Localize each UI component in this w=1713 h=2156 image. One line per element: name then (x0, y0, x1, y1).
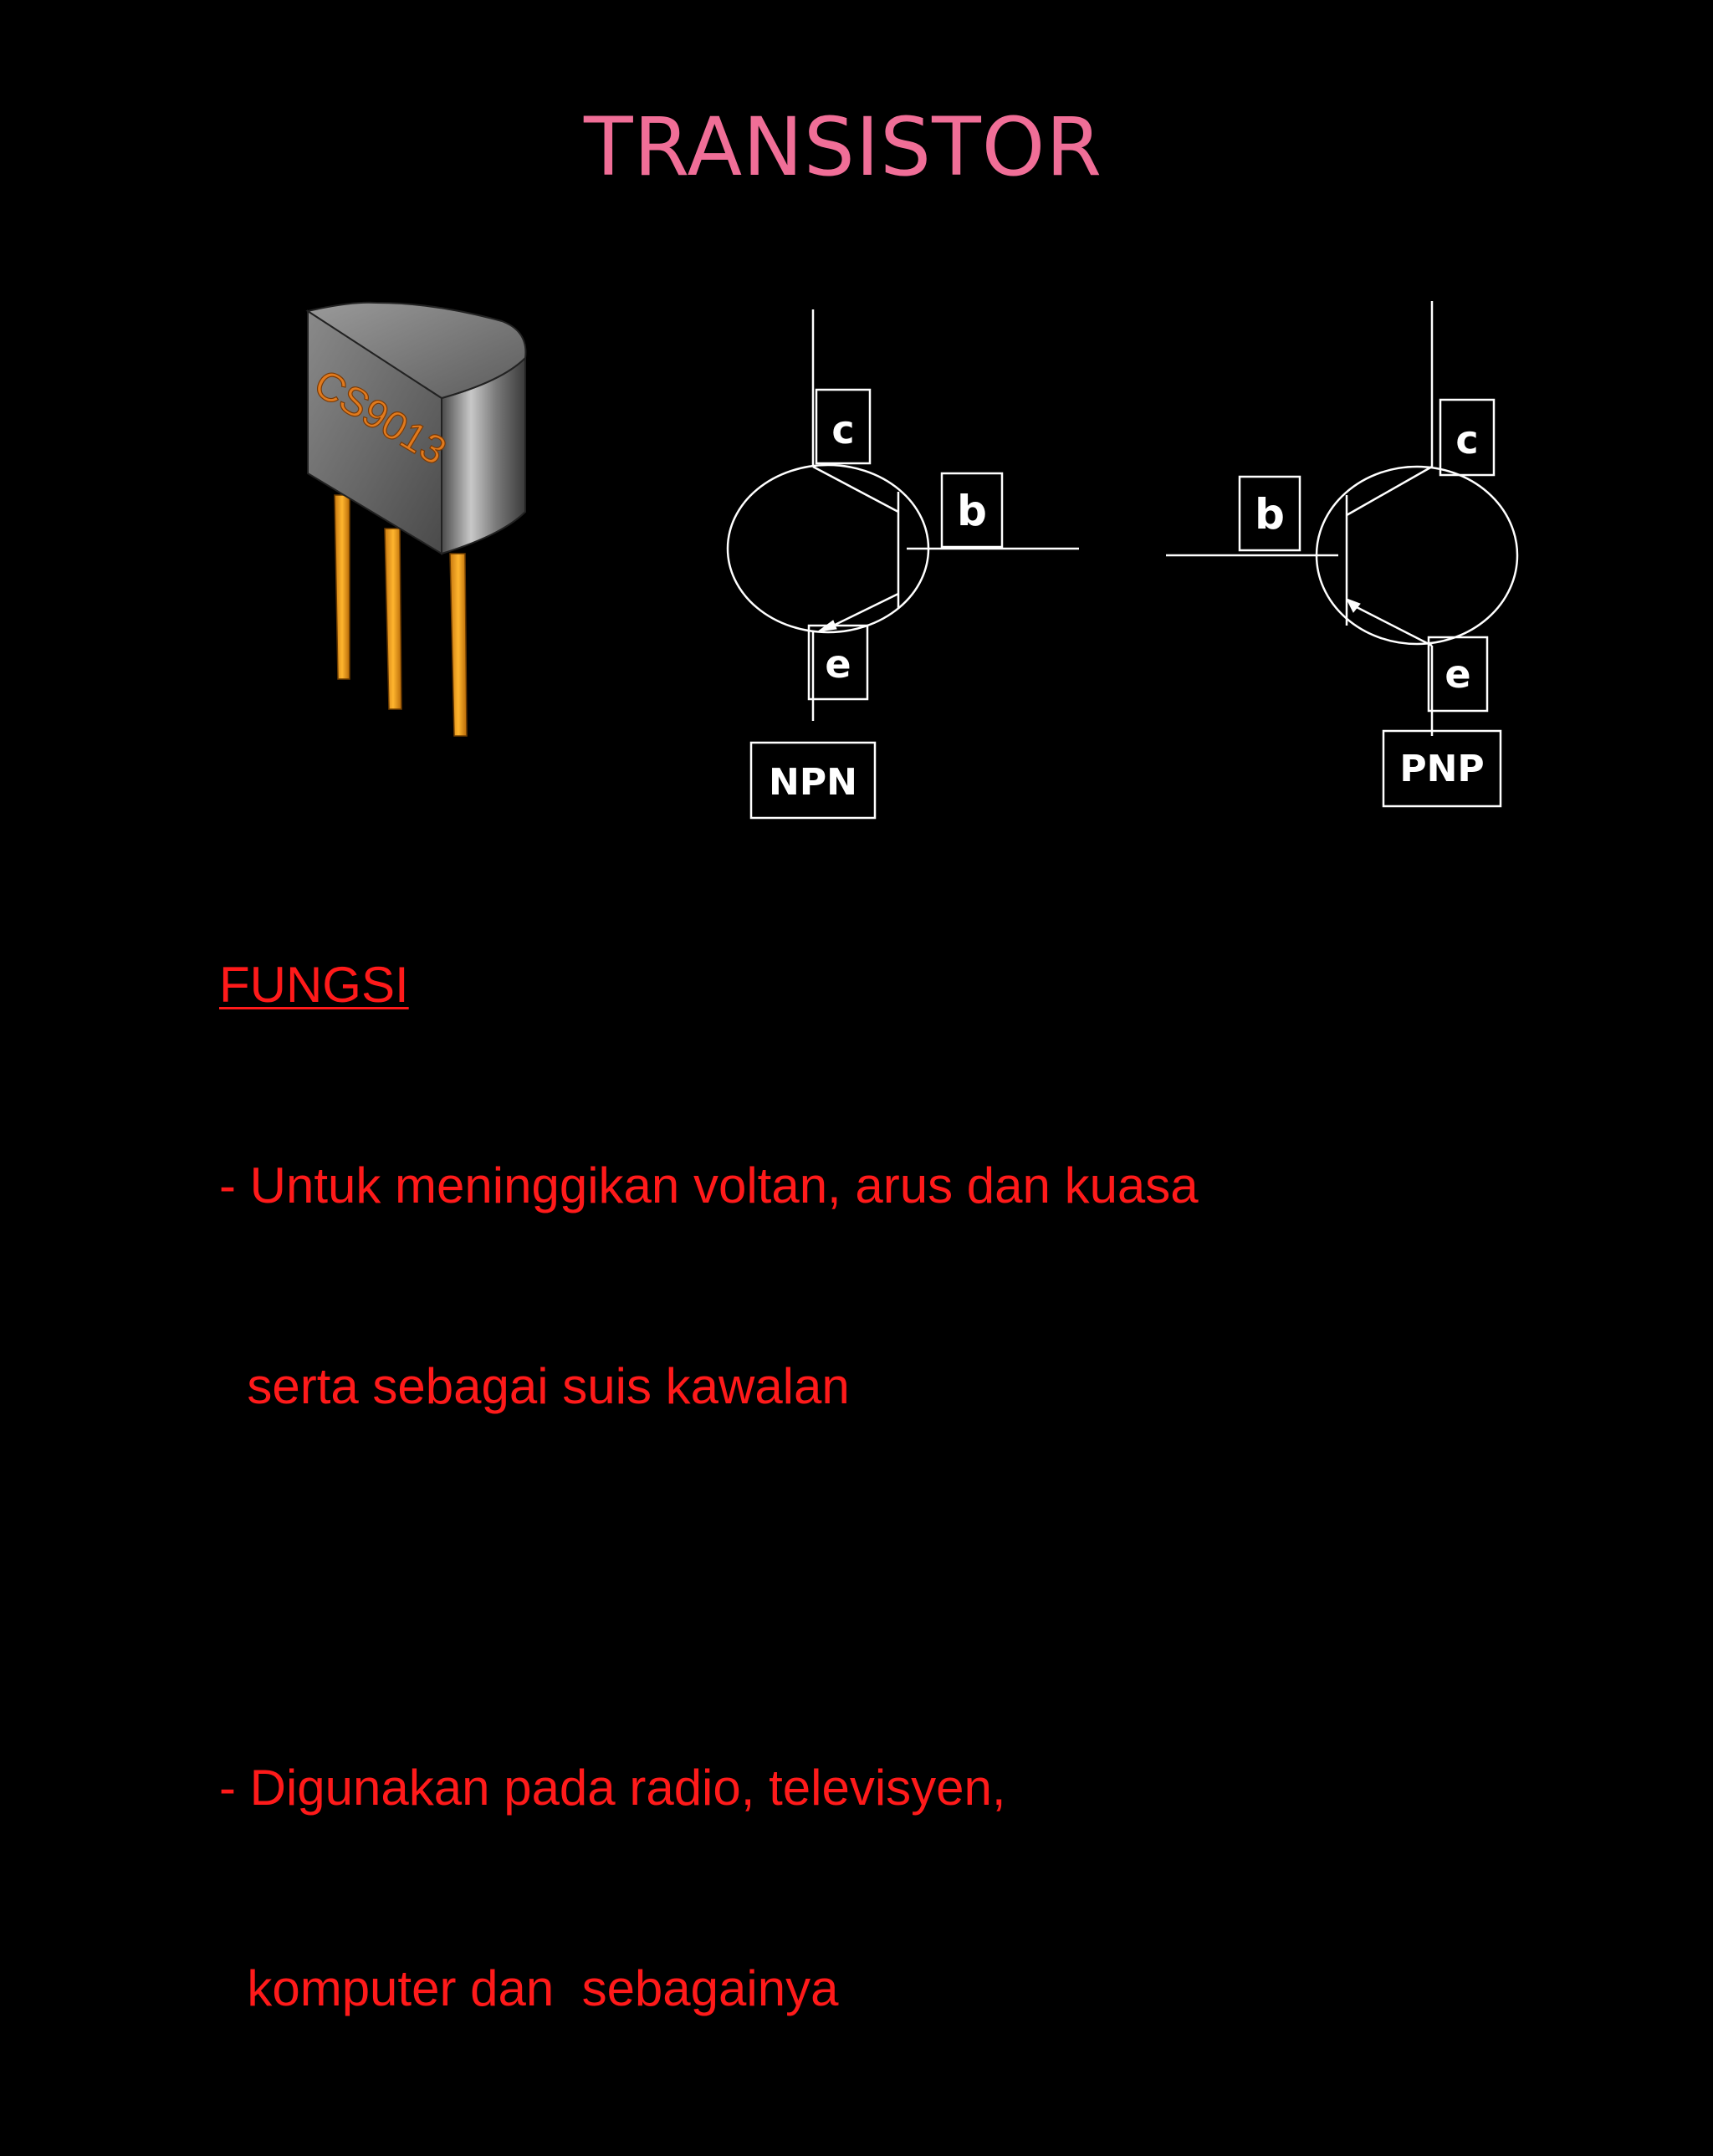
pnp-collector-wire (1346, 465, 1433, 517)
npn-symbol (726, 309, 1079, 820)
fungsi-item1-line1: - Untuk meninggikan voltan, arus dan kua… (219, 1157, 1199, 1213)
transistor-diagrams: CS9013 c b e NPN (305, 301, 1519, 820)
npn-type-box (749, 741, 877, 820)
npn-emitter-box (807, 624, 869, 701)
pnp-symbol (1166, 301, 1519, 808)
pnp-emitter-arrow (1345, 598, 1361, 613)
fungsi-heading: FUNGSI (219, 957, 409, 1013)
lead-right (449, 553, 468, 737)
npn-collector-label: c (831, 407, 854, 452)
lead-left (334, 494, 350, 680)
fungsi-item2-line2: komputer dan sebagainya (219, 1960, 839, 2016)
pnp-emitter-box (1427, 636, 1489, 713)
pnp-type-label: PNP (1399, 748, 1484, 790)
pnp-base-label: b (1255, 490, 1285, 539)
npn-collector-wire (812, 465, 899, 513)
pnp-collector-box (1439, 398, 1496, 477)
pnp-emitter-wire (1353, 604, 1433, 647)
npn-type-label: NPN (769, 761, 857, 804)
slide-title: TRANSISTOR (583, 100, 1103, 194)
fungsi-spacer (219, 1554, 1199, 1621)
slide: TRANSISTOR (219, 100, 1519, 2016)
pnp-collector-label: c (1455, 417, 1478, 462)
package-top (305, 301, 527, 400)
npn-emitter-label: e (825, 641, 851, 687)
npn-emitter-wire (822, 592, 899, 632)
npn-base-label: b (957, 487, 987, 535)
pnp-base-box (1238, 475, 1301, 552)
pnp-type-box (1382, 729, 1502, 808)
fungsi-item2-line1: - Digunakan pada radio, televisyen, (219, 1760, 1006, 1816)
fungsi-item1-line2: serta sebagai suis kawalan (219, 1358, 850, 1414)
npn-collector-box (815, 388, 872, 465)
transistor-package-illustration: CS9013 (305, 301, 527, 737)
lead-middle (384, 528, 402, 710)
npn-base-box (940, 472, 1004, 549)
fungsi-section: FUNGSI - Untuk meninggikan voltan, arus … (219, 818, 1199, 2156)
pnp-emitter-label: e (1445, 651, 1470, 697)
